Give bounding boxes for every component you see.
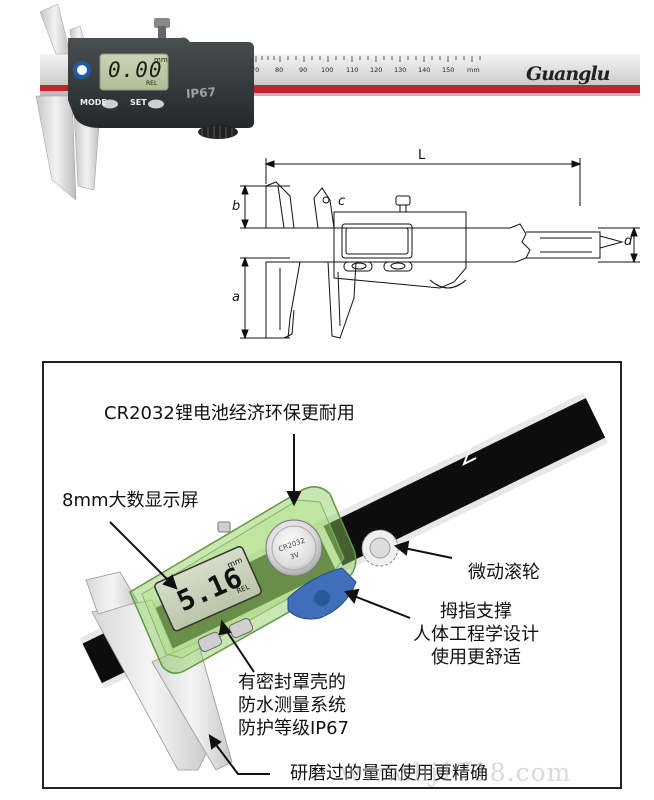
ip-rating-badge: IP67: [185, 84, 217, 102]
arrow-wheel: [403, 547, 453, 559]
display-label: 8mm大数显示屏: [62, 490, 199, 511]
dim-a-label: a: [232, 290, 240, 305]
thumb-line-1: 拇指支撑: [440, 601, 512, 622]
seal-line-1: 有密封罩壳的: [238, 672, 346, 693]
diagram-head: [333, 211, 467, 289]
dim-d-label: d: [624, 234, 633, 249]
set-button: [148, 99, 164, 109]
seal-line-2: 防水测量系统: [238, 695, 346, 716]
feature-callout-panel: 5.16 mm REL CR2032 3V: [42, 361, 622, 789]
dimension-diagram: [240, 158, 640, 340]
arrow-thumb: [353, 595, 411, 619]
arrow-display: [109, 521, 171, 583]
dimension-drawing: L b c d a: [0, 140, 654, 350]
measuring-face-label: 研磨过的量面使用更精确: [290, 763, 488, 784]
scale-numbers: 70 80 90 100 110 120 130 140 150 mm: [251, 66, 480, 74]
brand-logo: Guanglu: [526, 63, 610, 85]
set-label: SET: [130, 98, 147, 107]
lcd-unit: mm: [154, 56, 168, 64]
caliper-photo: 0.00 mm REL MODE SET IP67 Guanglu 70 80 …: [0, 0, 654, 210]
thumb-line-3: 使用更舒适: [431, 647, 521, 668]
seal-label: 有密封罩壳的 防水测量系统 防护等级IP67: [238, 671, 349, 740]
callout-lcd: [154, 545, 262, 632]
thumb-support-label: 拇指支撑 人体工程学设计 使用更舒适: [386, 600, 566, 669]
callout-fixed-jaw: [91, 599, 213, 771]
wheel-label: 微动滚轮: [468, 562, 540, 583]
upper-fixed-jaw: [39, 3, 71, 55]
lcd-reading: 0.00: [108, 58, 163, 82]
callout-battery: [265, 519, 323, 577]
seal-line-3: 防护等级IP67: [238, 718, 350, 739]
battery-label: CR2032锂电池经济环保更耐用: [104, 403, 355, 424]
mode-button: [102, 99, 118, 109]
dim-L-label: L: [418, 148, 426, 163]
thumb-line-2: 人体工程学设计: [413, 624, 539, 645]
dim-c-label: c: [338, 194, 346, 209]
dim-b-label: b: [232, 199, 241, 214]
watermark: www.hj1718.com: [340, 758, 572, 787]
callout-drawing: [79, 392, 608, 775]
lcd-mode: REL: [146, 80, 158, 87]
mode-label: MODE: [80, 98, 107, 107]
arrow-face: [213, 741, 270, 775]
scale-ticks: [255, 56, 481, 62]
caliper-photo-drawing: [35, 3, 640, 201]
lower-fixed-jaw: [35, 95, 77, 201]
arrow-seal: [225, 629, 255, 673]
lcd-screen: [99, 53, 169, 91]
